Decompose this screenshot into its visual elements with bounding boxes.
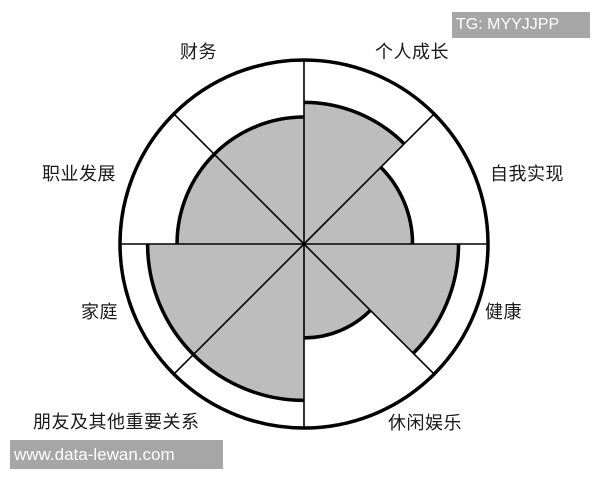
score-arcs — [145, 100, 461, 403]
sector-fill — [214, 117, 304, 244]
site-watermark-badge: www.data-lewan.com — [10, 440, 223, 469]
sector-fill — [193, 244, 304, 401]
label-relationships: 朋友及其他重要关系 — [33, 412, 200, 433]
label-self-realization: 自我实现 — [490, 164, 564, 185]
score-arc — [145, 243, 195, 356]
score-arc — [303, 100, 406, 146]
sector-fill — [304, 244, 459, 354]
sector-divider — [173, 113, 305, 245]
sector-divider — [303, 113, 435, 245]
score-arc — [175, 152, 216, 245]
label-leisure: 休闲娱乐 — [388, 413, 462, 434]
sector-divider — [173, 243, 305, 375]
sector-dividers — [120, 60, 488, 428]
score-arc — [379, 165, 415, 245]
label-family: 家庭 — [81, 302, 118, 323]
label-career: 职业发展 — [42, 164, 116, 185]
sector-fill — [177, 154, 304, 244]
label-personal-growth: 个人成长 — [375, 42, 449, 63]
label-health: 健康 — [485, 302, 522, 323]
sector-fills — [147, 102, 459, 401]
sector-fill — [147, 244, 304, 355]
outer-circle — [118, 58, 490, 430]
sector-fill — [304, 167, 413, 244]
score-arc — [212, 115, 305, 156]
label-finance: 财务 — [180, 42, 217, 63]
score-arc — [303, 309, 372, 340]
sector-fill — [304, 102, 405, 244]
tg-watermark-badge: TG: MYYJJPP — [452, 12, 590, 38]
sector-fill — [304, 244, 371, 338]
score-arc — [412, 243, 461, 355]
score-arc — [192, 353, 305, 403]
